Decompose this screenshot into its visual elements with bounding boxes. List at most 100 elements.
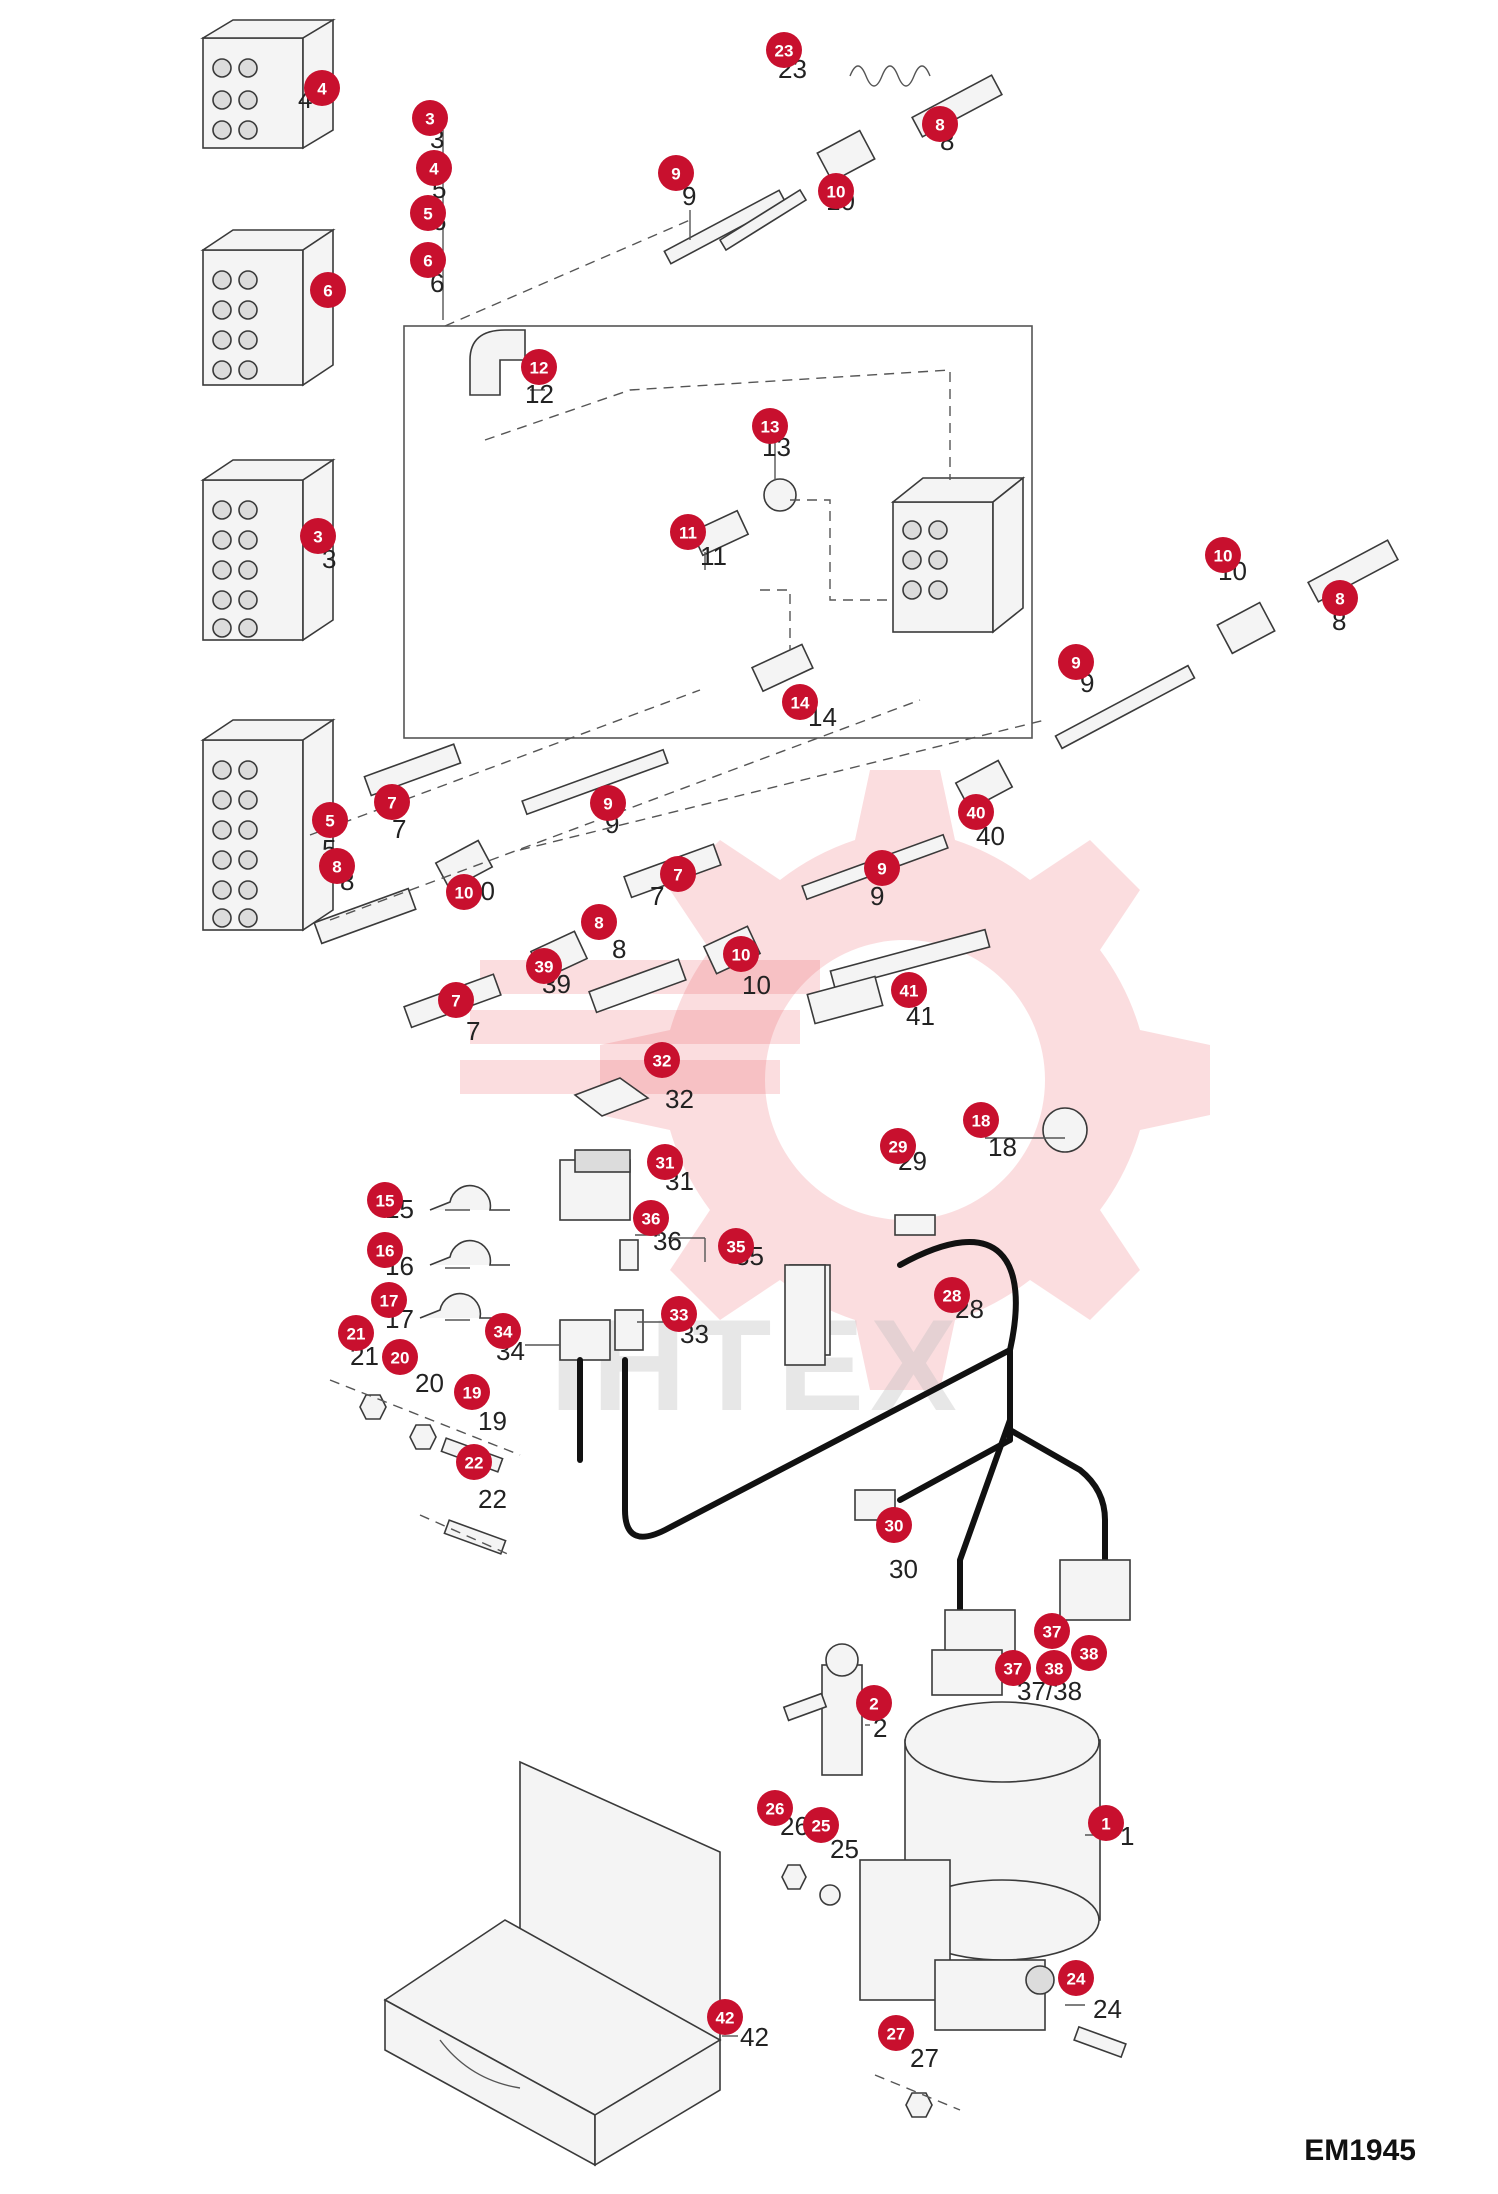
badge-8[interactable]: 8 (319, 848, 355, 884)
badge-circle (803, 1807, 839, 1843)
badge-label: 26 (766, 1800, 785, 1819)
badge-15[interactable]: 15 (367, 1182, 403, 1218)
badge-12[interactable]: 12 (521, 349, 557, 385)
badge-label: 32 (653, 1052, 672, 1071)
badge-8[interactable]: 8 (922, 106, 958, 142)
badge-10[interactable]: 10 (1205, 537, 1241, 573)
badge-label: 7 (387, 794, 396, 813)
badge-circle (456, 1444, 492, 1480)
callout-19: 19 (478, 1406, 507, 1436)
distributor-block-5 (200, 718, 336, 932)
badge-label: 20 (391, 1349, 410, 1368)
badge-27[interactable]: 27 (878, 2015, 914, 2051)
badge-9[interactable]: 9 (1058, 644, 1094, 680)
badge-circle (1205, 537, 1241, 573)
badge-4[interactable]: 4 (304, 70, 340, 106)
badge-39[interactable]: 39 (526, 948, 562, 984)
badge-circle (707, 1999, 743, 2035)
badge-17[interactable]: 17 (371, 1282, 407, 1318)
badge-22[interactable]: 22 (456, 1444, 492, 1480)
badge-circle (934, 1277, 970, 1313)
badge-13[interactable]: 13 (752, 408, 788, 444)
badge-circle (1036, 1650, 1072, 1686)
badge-9[interactable]: 9 (864, 850, 900, 886)
badge-30[interactable]: 30 (876, 1507, 912, 1543)
badge-24[interactable]: 24 (1058, 1960, 1094, 1996)
badge-label: 21 (347, 1325, 366, 1344)
badge-10[interactable]: 10 (446, 874, 482, 910)
badge-28[interactable]: 28 (934, 1277, 970, 1313)
badge-34[interactable]: 34 (485, 1313, 521, 1349)
distributor-block-4 (200, 18, 336, 150)
badge-circle (312, 802, 348, 838)
badge-6[interactable]: 6 (310, 272, 346, 308)
badge-circle (661, 1296, 697, 1332)
badge-label: 22 (465, 1454, 484, 1473)
badge-circle (1034, 1613, 1070, 1649)
badge-14[interactable]: 14 (782, 684, 818, 720)
badge-31[interactable]: 31 (647, 1144, 683, 1180)
badge-38[interactable]: 38 (1071, 1635, 1107, 1671)
badge-4[interactable]: 4 (416, 150, 452, 186)
callout-8: 8 (612, 934, 626, 964)
assembly-frame (403, 325, 1033, 739)
badge-9[interactable]: 9 (658, 155, 694, 191)
callout-22: 22 (478, 1484, 507, 1514)
badge-37[interactable]: 37 (995, 1650, 1031, 1686)
badge-label: 35 (727, 1238, 746, 1257)
badge-38[interactable]: 38 (1036, 1650, 1072, 1686)
badge-5[interactable]: 5 (312, 802, 348, 838)
badge-33[interactable]: 33 (661, 1296, 697, 1332)
badge-7[interactable]: 7 (438, 982, 474, 1018)
badge-7[interactable]: 7 (374, 784, 410, 820)
badge-21[interactable]: 21 (338, 1315, 374, 1351)
badge-42[interactable]: 42 (707, 1999, 743, 2035)
badge-8[interactable]: 8 (581, 904, 617, 940)
callout-7: 7 (466, 1016, 480, 1046)
badge-5[interactable]: 5 (410, 195, 446, 231)
badge-1[interactable]: 1 (1088, 1805, 1124, 1841)
badge-32[interactable]: 32 (644, 1042, 680, 1078)
badge-label: 38 (1045, 1660, 1064, 1679)
badge-9[interactable]: 9 (590, 785, 626, 821)
badge-circle (367, 1182, 403, 1218)
badge-circle (670, 514, 706, 550)
badge-29[interactable]: 29 (880, 1128, 916, 1164)
badge-circle (367, 1232, 403, 1268)
badge-label: 24 (1067, 1970, 1086, 1989)
badge-19[interactable]: 19 (454, 1374, 490, 1410)
badge-18[interactable]: 18 (963, 1102, 999, 1138)
badge-36[interactable]: 36 (633, 1200, 669, 1236)
badge-label: 42 (716, 2009, 735, 2028)
badge-circle (454, 1374, 490, 1410)
badge-circle (856, 1685, 892, 1721)
badge-35[interactable]: 35 (718, 1228, 754, 1264)
badge-10[interactable]: 10 (723, 936, 759, 972)
badge-25[interactable]: 25 (803, 1807, 839, 1843)
badge-label: 9 (603, 795, 612, 814)
badge-3[interactable]: 3 (412, 100, 448, 136)
badge-8[interactable]: 8 (1322, 580, 1358, 616)
badge-26[interactable]: 26 (757, 1790, 793, 1826)
badge-23[interactable]: 23 (766, 32, 802, 68)
badge-11[interactable]: 11 (670, 514, 706, 550)
badge-3[interactable]: 3 (300, 518, 336, 554)
badge-16[interactable]: 16 (367, 1232, 403, 1268)
badge-label: 29 (889, 1138, 908, 1157)
badge-circle (922, 106, 958, 142)
badge-circle (658, 155, 694, 191)
badge-2[interactable]: 2 (856, 1685, 892, 1721)
badge-label: 11 (679, 524, 697, 543)
badge-label: 4 (317, 80, 327, 99)
badge-circle (382, 1339, 418, 1375)
badge-10[interactable]: 10 (818, 173, 854, 209)
badge-40[interactable]: 40 (958, 794, 994, 830)
badge-circle (1058, 1960, 1094, 1996)
badge-7[interactable]: 7 (660, 856, 696, 892)
badge-label: 10 (455, 884, 474, 903)
badge-37[interactable]: 37 (1034, 1613, 1070, 1649)
badge-41[interactable]: 41 (891, 972, 927, 1008)
badge-20[interactable]: 20 (382, 1339, 418, 1375)
badge-6[interactable]: 6 (410, 242, 446, 278)
